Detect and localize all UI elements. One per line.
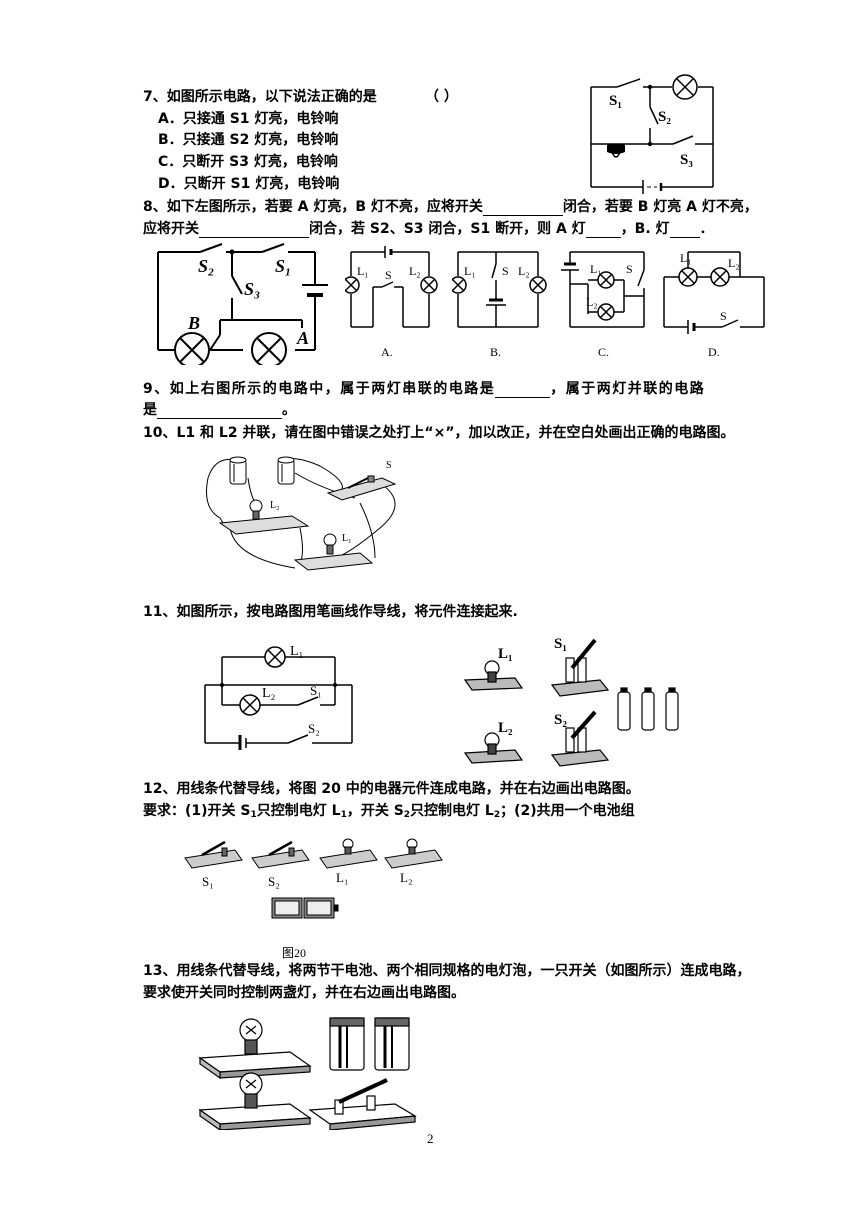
- q12-requirements: 要求：(1)开关 S1只控制电灯 L1，开关 S2只控制电灯 L2；(2)共用一…: [143, 803, 635, 820]
- q12-label-l2: L₂: [400, 870, 412, 885]
- q8-label-b: B: [187, 313, 200, 333]
- q9d-label-l2: L₂: [728, 256, 740, 270]
- q9d-label-l1: L₁: [680, 251, 692, 265]
- q9a-caption: A.: [381, 345, 393, 359]
- q13-line1: 13、用线条代替导线，将两节干电池、两个相同规格的电灯泡，一只开关（如图所示）连…: [143, 963, 751, 979]
- q13-line2: 要求使开关同时控制两盏灯，并在右边画出电路图。: [143, 985, 465, 1001]
- q11-diagram-l2: L₂: [262, 686, 276, 701]
- q10-text: 10、L1 和 L2 并联，请在图中错误之处打上“×”，加以改正，并在空白处画出…: [143, 425, 735, 441]
- q12-label-s1: S₁: [202, 874, 214, 889]
- q9b-caption: B.: [490, 345, 501, 359]
- q8-blank-1[interactable]: [482, 201, 563, 216]
- q9c-label-l1: L₁: [590, 262, 602, 276]
- q8-label-s3: S₃: [244, 279, 260, 299]
- q9b-label-l1: L₁: [464, 264, 476, 278]
- q9-circuit-b: L₁ S L₂ B.: [452, 251, 547, 359]
- q13-components-figure: [198, 1017, 417, 1130]
- q9a-label-l1: L₁: [357, 264, 369, 278]
- q9d-caption: D.: [708, 345, 720, 359]
- q11-component-s1: S₁: [554, 636, 567, 652]
- q11-diagram-l1: L₁: [290, 644, 303, 659]
- q9-line2: 是。: [143, 402, 296, 419]
- q11-component-l1: L₁: [498, 646, 513, 662]
- q7-label-s1: S₁: [609, 93, 622, 109]
- q9-circuit-a: L₁ S L₂ A.: [345, 246, 438, 359]
- q11-diagram-s1: S₁: [310, 683, 322, 698]
- q8-line2: 应将开关闭合，若 S2、S3 闭合，S1 断开，则 A 灯，B. 灯．: [143, 221, 714, 238]
- q9-circuit-d: L₁ L₂ S D.: [663, 251, 765, 359]
- q11-circuit-diagram: L₁ L₂ S₁ S₂: [204, 644, 353, 750]
- q10-physical-circuit: S L₂ L₁: [206, 456, 397, 571]
- q10-label-l2: L₂: [270, 500, 280, 511]
- q9b-label-s: S: [502, 264, 509, 278]
- q7-option-a: A．只接通 S1 灯亮，电铃响: [158, 111, 339, 127]
- q8-label-s2: S₂: [198, 256, 214, 276]
- q10-label-s: S: [386, 460, 392, 471]
- q7-stem: 7、如图所示电路，以下说法正确的是: [143, 89, 377, 105]
- q9-circuit-c: L₁ S L₂ C.: [561, 251, 645, 359]
- q9a-label-l2: L₂: [409, 264, 421, 278]
- q7-option-b: B．只接通 S2 灯亮，电铃响: [158, 132, 339, 148]
- q10-label-l1: L₁: [342, 533, 352, 544]
- q11-physical-components: L₁ S₁ L₂ S₂: [463, 636, 679, 767]
- q9-blank-2[interactable]: [157, 404, 282, 419]
- q9b-label-l2: L₂: [518, 264, 530, 278]
- q7-option-c: C．只断开 S3 灯亮，电铃响: [158, 154, 338, 170]
- q12-label-l1: L₁: [336, 870, 348, 885]
- q8-line1: 8、如下左图所示，若要 A 灯亮，B 灯不亮，应将开关闭合，若要 B 灯亮 A …: [143, 199, 758, 216]
- q9-blank-1[interactable]: [495, 383, 551, 398]
- q7-paren: （ ）: [425, 89, 458, 105]
- q12-components-figure: S₁ S₂ L₁ L₂ 图20: [184, 838, 443, 960]
- q7-label-s3: S₃: [680, 152, 693, 168]
- q7-option-d: D．只断开 S1 灯亮，电铃响: [158, 176, 340, 192]
- q7-label-s2: S₂: [658, 109, 671, 125]
- q11-component-s2: S₂: [554, 712, 567, 728]
- q8-circuit-diagram: S₂ S₃ S₁ B A: [157, 243, 328, 365]
- q9d-label-s: S: [720, 309, 727, 323]
- q12-figure-caption: 图20: [282, 946, 306, 960]
- page-number: 2: [427, 1131, 434, 1146]
- q8-blank-3[interactable]: [585, 223, 621, 238]
- q11-component-l2: L₂: [498, 720, 513, 736]
- q7-circuit-diagram: S₁ S₂ S₃: [590, 74, 714, 194]
- q9c-label-s: S: [626, 262, 633, 276]
- q9c-caption: C.: [598, 345, 609, 359]
- q12-text: 12、用线条代替导线，将图 20 中的电器元件连成电路，并在右边画出电路图。: [143, 781, 640, 797]
- q9c-label-l2: L₂: [586, 295, 598, 309]
- q8-blank-4[interactable]: [669, 223, 700, 238]
- q8-label-a: A: [296, 328, 309, 348]
- q12-label-s2: S₂: [268, 874, 280, 889]
- q11-text: 11、如图所示，按电路图用笔画线作导线，将元件连接起来.: [143, 604, 518, 620]
- q8-blank-2[interactable]: [199, 223, 309, 238]
- q9a-label-s: S: [385, 268, 392, 282]
- q9-line1: 9、如上右图所示的电路中，属于两灯串联的电路是，属于两灯并联的电路: [143, 381, 706, 398]
- q11-diagram-s2: S₂: [308, 721, 320, 736]
- q8-label-s1: S₁: [275, 256, 291, 276]
